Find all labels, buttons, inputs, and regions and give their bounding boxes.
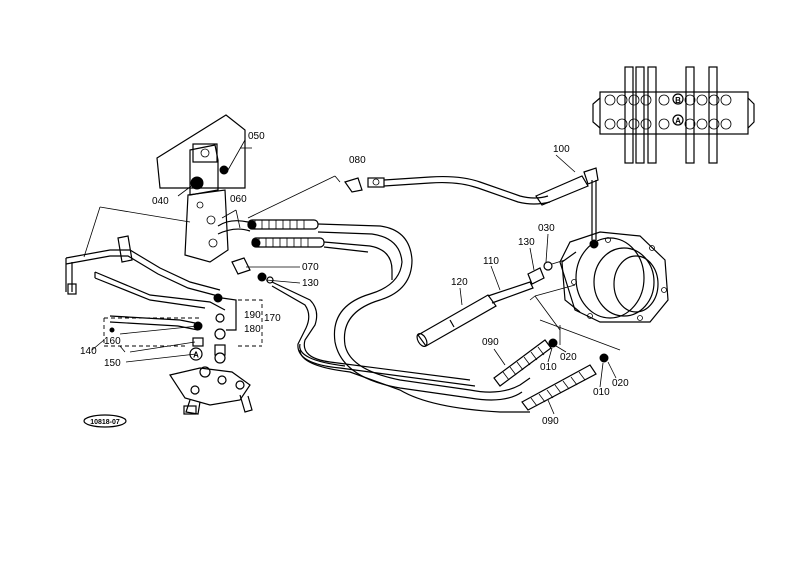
part-label-130-left: 130 xyxy=(302,278,319,289)
part-label-130-right: 130 xyxy=(518,237,535,248)
part-label-140: 140 xyxy=(80,346,97,357)
spring-090-upper xyxy=(493,338,558,387)
dashed-guides-hub xyxy=(529,284,621,351)
leader-lines-valve xyxy=(83,139,246,258)
valve-block xyxy=(156,114,252,263)
part-label-090-lower: 090 xyxy=(542,416,559,427)
part-label-100: 100 xyxy=(553,144,570,155)
part-label-120: 120 xyxy=(451,277,468,288)
marker-a-inset xyxy=(672,114,684,126)
part-labels: 050 040 060 080 100 030 130 110 120 070 … xyxy=(80,131,629,427)
part-label-080: 080 xyxy=(349,155,366,166)
part-label-030: 030 xyxy=(538,223,555,234)
part-label-090-upper: 090 xyxy=(482,337,499,348)
part-label-070: 070 xyxy=(302,262,319,273)
control-valve-inset: B A xyxy=(592,66,755,164)
dashed-outline-left xyxy=(103,299,263,347)
part-label-150: 150 xyxy=(104,358,121,369)
part-label-020-upper: 020 xyxy=(560,352,577,363)
leader-lines-right xyxy=(91,154,617,415)
spring-090-lower xyxy=(521,353,609,411)
part-label-190: 190 xyxy=(244,310,261,321)
hose-fittings-upper xyxy=(247,219,325,248)
part-label-040: 040 xyxy=(152,196,169,207)
part-label-160: 160 xyxy=(104,336,121,347)
part-label-010-lower: 010 xyxy=(593,387,610,398)
wheel-motor xyxy=(559,231,669,323)
figure-code-badge: 10818-07 xyxy=(83,414,127,428)
hose-lines xyxy=(271,223,531,413)
part-label-050: 050 xyxy=(248,131,265,142)
cylinder-110-120 xyxy=(416,259,566,347)
svg-text:A: A xyxy=(675,117,681,126)
part-label-020-lower: 020 xyxy=(612,378,629,389)
part-label-170: 170 xyxy=(264,313,281,324)
part-label-180: 180 xyxy=(244,324,261,335)
hose-080-100 xyxy=(247,167,599,249)
part-label-060: 060 xyxy=(230,194,247,205)
valve-cluster-bottom: A xyxy=(169,347,253,415)
part-label-110: 110 xyxy=(483,256,499,267)
marker-b xyxy=(672,93,684,105)
elbow-fittings-left xyxy=(231,257,301,284)
pipe-assembly-left xyxy=(65,235,237,331)
svg-text:10818-07: 10818-07 xyxy=(90,419,120,426)
svg-text:B: B xyxy=(675,96,681,105)
svg-text:A: A xyxy=(193,351,199,360)
part-label-010-upper: 010 xyxy=(540,362,557,373)
